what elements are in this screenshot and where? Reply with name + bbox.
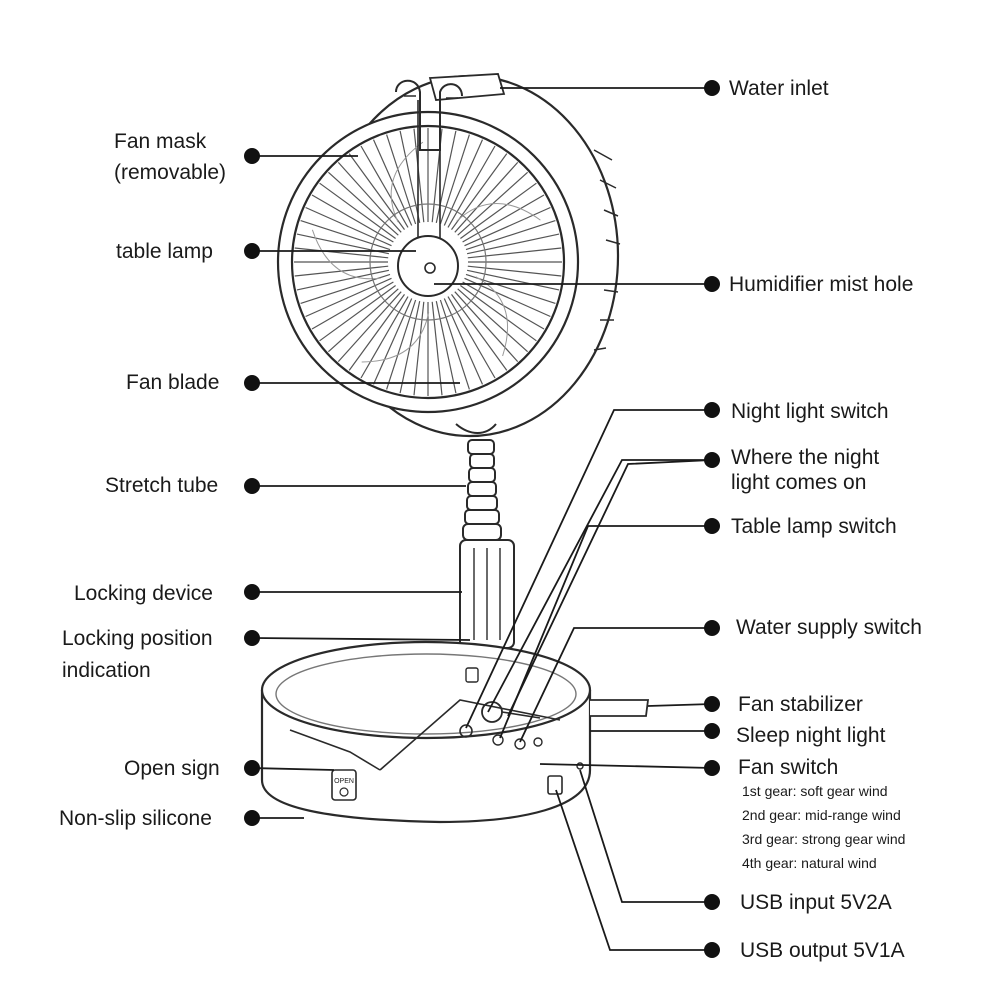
grille-spoke xyxy=(399,130,421,224)
grille-spoke xyxy=(431,301,443,396)
grille-spoke xyxy=(439,299,470,390)
table-lamp-hub xyxy=(397,235,459,297)
label-locking-position: Locking position indication xyxy=(62,623,213,687)
label-fan-mask-line1: Fan mask xyxy=(114,130,207,153)
label-fan-mask-line2: (removable) xyxy=(114,161,227,184)
leader-dots xyxy=(244,80,720,958)
grille-spoke xyxy=(360,296,409,379)
base-rim xyxy=(260,640,592,740)
locking-position-mark xyxy=(465,667,479,683)
label-night-light-switch: Night light switch xyxy=(731,400,889,423)
label-locking-device: Locking device xyxy=(74,582,213,605)
fan-stabilizer xyxy=(590,699,650,717)
grille-spoke xyxy=(467,247,562,259)
label-night-light-on-line2: light comes on xyxy=(731,471,867,494)
fan-blade-edge xyxy=(456,203,541,222)
grille-spoke xyxy=(457,288,529,353)
grille-spoke xyxy=(464,206,551,247)
fan-head xyxy=(276,73,621,438)
label-fan-blade: Fan blade xyxy=(126,371,220,394)
grille-spoke xyxy=(462,194,545,243)
open-sign-text: OPEN xyxy=(334,778,354,785)
label-non-slip-silicone: Non-slip silicone xyxy=(59,807,212,830)
grille-spoke xyxy=(460,285,537,342)
grille-spoke xyxy=(305,206,392,247)
grille-spoke xyxy=(451,153,508,230)
water-inlet-cap xyxy=(428,73,506,101)
label-fan-stabilizer: Fan stabilizer xyxy=(738,693,863,716)
grille-spoke xyxy=(413,128,425,223)
grille-spoke xyxy=(311,281,394,330)
grille-spoke xyxy=(360,145,409,228)
grille-spoke xyxy=(454,291,519,363)
label-table-lamp: table lamp xyxy=(116,240,213,263)
label-stretch-tube: Stretch tube xyxy=(105,474,219,497)
label-gear-3: 3rd gear: strong gear wind xyxy=(742,831,906,847)
grille-spoke xyxy=(466,233,560,255)
label-gear-4: 4th gear: natural wind xyxy=(742,855,877,871)
label-water-supply-switch: Water supply switch xyxy=(736,616,922,639)
label-water-inlet: Water inlet xyxy=(729,77,829,100)
fan-blade-edge xyxy=(361,311,430,363)
grille-spoke xyxy=(311,194,394,243)
grille-spoke xyxy=(337,291,402,363)
label-gear-1: 1st gear: soft gear wind xyxy=(742,783,888,799)
label-fan-mask: Fan mask (removable) xyxy=(114,126,226,188)
label-gear-2: 2nd gear: mid-range wind xyxy=(742,807,901,823)
grille-spoke xyxy=(319,285,396,342)
label-humidifier-mist-hole: Humidifier mist hole xyxy=(729,273,914,296)
label-table-lamp-switch: Table lamp switch xyxy=(731,515,897,538)
grille-spoke xyxy=(294,247,389,259)
mist-hole-mark xyxy=(424,262,436,274)
grille-spoke xyxy=(439,134,470,225)
open-sign-tab xyxy=(331,769,357,801)
label-sleep-night-light: Sleep night light xyxy=(736,724,886,747)
label-usb-input: USB input 5V2A xyxy=(740,891,892,914)
grille-spoke xyxy=(386,299,417,390)
fan-blade-edge xyxy=(475,276,509,357)
usb-port-input xyxy=(547,775,563,795)
grille-spoke xyxy=(460,182,537,239)
label-night-light-on: Where the night light comes on xyxy=(731,445,879,495)
grille-spoke xyxy=(443,298,484,385)
grille-spoke xyxy=(327,171,399,236)
label-night-light-on-line1: Where the night xyxy=(731,446,880,469)
fan-handle xyxy=(395,79,463,151)
label-locking-position-line1: Locking position xyxy=(62,627,213,650)
fan-blade-edge xyxy=(311,229,381,280)
grille-spoke xyxy=(386,134,417,225)
grille-spoke xyxy=(327,288,399,353)
label-locking-position-line2: indication xyxy=(62,659,151,682)
label-fan-switch: Fan switch xyxy=(738,756,839,779)
grille-spoke xyxy=(296,269,390,291)
grille-spoke xyxy=(319,182,396,239)
grille-spoke xyxy=(300,220,391,251)
grille-spoke xyxy=(454,161,519,233)
grille-spoke xyxy=(300,273,391,304)
fan-blade-edge xyxy=(390,141,424,223)
fan-base: OPEN xyxy=(260,640,650,824)
grille-spoke xyxy=(447,145,496,228)
grille-spoke xyxy=(305,277,392,318)
grille-spoke xyxy=(435,300,457,394)
label-open-sign: Open sign xyxy=(124,757,220,780)
grille-spoke xyxy=(443,139,484,226)
grille-spoke xyxy=(372,298,413,385)
grille-spoke xyxy=(348,294,405,371)
grille-spoke xyxy=(337,161,402,233)
leader-lines xyxy=(251,87,713,951)
stretch-tube xyxy=(455,423,515,665)
grille-spoke xyxy=(465,220,556,251)
grille-spoke xyxy=(467,265,562,277)
label-usb-output: USB output 5V1A xyxy=(740,939,905,962)
grille-spoke xyxy=(451,294,508,371)
grille-spoke xyxy=(466,269,560,291)
grille-spoke xyxy=(447,296,496,379)
grille-spoke xyxy=(413,301,425,396)
